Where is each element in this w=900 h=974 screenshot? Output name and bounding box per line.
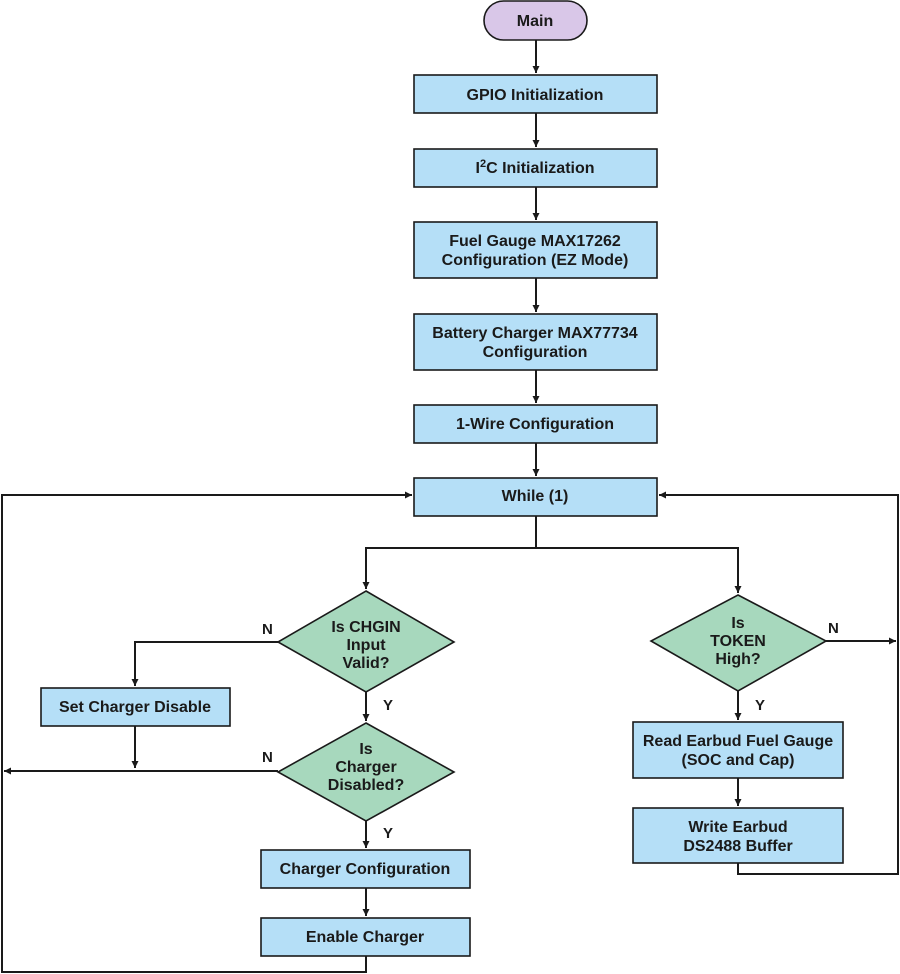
- loop-right-back-to-while: [659, 491, 899, 875]
- node-battery-charger-config-line1: Battery Charger MAX77734: [432, 325, 638, 342]
- node-while-loop-label: While (1): [502, 488, 569, 505]
- decision-charger-disabled: Is Charger Disabled?: [276, 722, 456, 822]
- branch-labels: N Y N Y N Y: [262, 620, 839, 842]
- node-battery-charger-config-line2: Configuration: [483, 344, 588, 361]
- node-fuel-gauge-config-line1: Fuel Gauge MAX17262: [449, 233, 621, 250]
- arrow-chgin-no-to-set-disable: [131, 641, 278, 686]
- decision-chgin-valid: Is CHGIN Input Valid?: [276, 590, 456, 693]
- node-1wire-config-label: 1-Wire Configuration: [456, 416, 614, 433]
- node-read-fuel-gauge-line1: Read Earbud Fuel Gauge: [643, 733, 833, 750]
- connectors: [1, 40, 899, 973]
- node-battery-charger-config: Battery Charger MAX77734 Configuration: [413, 313, 658, 371]
- decision-chgin-line3: Valid?: [342, 655, 389, 672]
- process-box: [632, 721, 844, 779]
- label-token-no: N: [828, 620, 839, 637]
- process-box: [40, 687, 231, 727]
- decision-token-high: Is TOKEN High?: [649, 594, 828, 692]
- decision-token-line3: High?: [715, 651, 760, 668]
- node-write-buffer-line2: DS2488 Buffer: [683, 838, 792, 855]
- node-set-charger-disable: Set Charger Disable: [40, 687, 231, 727]
- node-main: Main: [483, 0, 588, 41]
- node-write-buffer-line1: Write Earbud: [688, 819, 787, 836]
- node-write-buffer: Write Earbud DS2488 Buffer: [632, 807, 844, 864]
- loop-left-back-to-while: [1, 491, 412, 973]
- i2c-prefix: I: [475, 160, 479, 177]
- arrow-split-to-token: [536, 547, 742, 593]
- node-set-charger-disable-label: Set Charger Disable: [59, 699, 211, 716]
- node-read-fuel-gauge: Read Earbud Fuel Gauge (SOC and Cap): [632, 721, 844, 779]
- node-charger-configuration: Charger Configuration: [260, 849, 471, 889]
- process-box: [413, 313, 658, 371]
- node-enable-charger: Enable Charger: [260, 917, 471, 957]
- process-box: [413, 74, 658, 114]
- label-token-yes: Y: [755, 697, 765, 714]
- node-fuel-gauge-config: Fuel Gauge MAX17262 Configuration (EZ Mo…: [413, 221, 658, 279]
- decision-diamond: [649, 594, 828, 692]
- node-charger-configuration-label: Charger Configuration: [280, 861, 451, 878]
- label-chgin-no: N: [262, 621, 273, 638]
- i2c-superscript: 2: [480, 158, 486, 170]
- node-gpio-init: GPIO Initialization: [413, 74, 658, 114]
- label-disabled-no: N: [262, 749, 273, 766]
- decision-disabled-line2: Charger: [335, 759, 396, 776]
- node-enable-charger-label: Enable Charger: [306, 929, 424, 946]
- node-read-fuel-gauge-line2: (SOC and Cap): [682, 752, 795, 769]
- node-1wire-config: 1-Wire Configuration: [413, 404, 658, 444]
- node-main-label: Main: [517, 13, 553, 30]
- node-gpio-init-label: GPIO Initialization: [467, 87, 604, 104]
- process-box: [632, 807, 844, 864]
- decision-disabled-line3: Disabled?: [328, 777, 404, 794]
- arrow-split-to-chgin: [362, 547, 536, 589]
- decision-diamond: [276, 722, 456, 822]
- decision-token-line1: Is: [731, 615, 744, 632]
- decision-chgin-line1: Is CHGIN: [331, 619, 400, 636]
- node-i2c-init: I2C Initialization: [413, 148, 658, 188]
- decision-diamond: [276, 590, 456, 693]
- terminal-shape: [483, 0, 588, 41]
- node-fuel-gauge-config-line2: Configuration (EZ Mode): [442, 252, 629, 269]
- i2c-suffix: C Initialization: [486, 160, 594, 177]
- process-box: [413, 148, 658, 188]
- label-chgin-yes: Y: [383, 697, 393, 714]
- process-box: [260, 917, 471, 957]
- process-box: [413, 221, 658, 279]
- decision-token-line2: TOKEN: [710, 633, 766, 650]
- node-i2c-init-label: I2C Initialization: [475, 158, 594, 177]
- process-box: [413, 404, 658, 444]
- decision-disabled-line1: Is: [359, 741, 372, 758]
- process-box: [260, 849, 471, 889]
- label-disabled-yes: Y: [383, 825, 393, 842]
- process-box: [413, 477, 658, 517]
- node-while-loop: While (1): [413, 477, 658, 517]
- decision-chgin-line2: Input: [346, 637, 386, 654]
